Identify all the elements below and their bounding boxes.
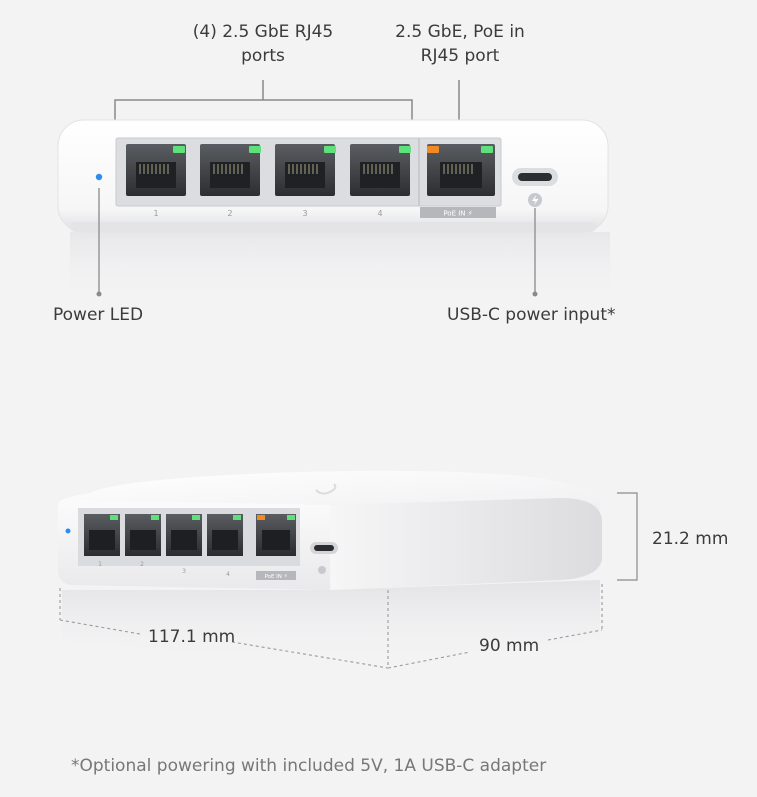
iso-view-illustration: 1 2 3 4 PoE IN ⚡: [58, 470, 638, 669]
callout-poe-line1: 2.5 GbE, PoE in: [395, 22, 525, 42]
rj45-poe-port: [427, 144, 495, 196]
usb-c-port-slot: [518, 173, 552, 181]
depth-dimension-label: 90 mm: [479, 636, 540, 656]
poe-in-label: PoE IN ⚡: [443, 210, 472, 218]
rj45-port-2: [200, 144, 261, 196]
iso-poe-in-label: PoE IN ⚡: [264, 573, 287, 580]
iso-reflection: [62, 580, 600, 665]
iso-port-1: [84, 514, 120, 556]
iso-port-number-3: 3: [182, 568, 186, 575]
port-bezel-divider: [418, 138, 420, 206]
iso-port-3: [166, 514, 202, 556]
port-number-1: 1: [153, 209, 158, 218]
iso-usb-c-slot: [314, 545, 334, 551]
power-led-label: Power LED: [53, 305, 144, 325]
iso-port-4: [207, 514, 243, 556]
usbc-label: USB-C power input*: [447, 305, 616, 325]
callout-ports-label: (4) 2.5 GbE RJ45 ports: [168, 20, 358, 68]
port-number-3: 3: [302, 209, 307, 218]
poe-label-plate: [420, 207, 496, 218]
iso-power-led-icon: [65, 528, 71, 534]
callout-poe-line2: RJ45 port: [420, 46, 500, 66]
ubiquiti-logo-icon: [315, 483, 337, 495]
rj45-port-3: [275, 144, 336, 196]
iso-port-number-1: 1: [98, 561, 102, 568]
front-view-illustration: 1 2 3 4 PoE IN ⚡: [57, 80, 610, 302]
iso-power-bolt-icon: [318, 566, 326, 574]
iso-poe-port: [256, 514, 296, 556]
power-bolt-glyph: [532, 195, 539, 205]
width-dimension-label: 117.1 mm: [148, 627, 236, 647]
ports-bracket: [114, 80, 413, 120]
height-dimension-label: 21.2 mm: [652, 529, 729, 549]
footprint-dimension-lines: [59, 584, 603, 669]
rj45-port-1: [126, 144, 186, 196]
usbc-pointer-dot: [532, 291, 538, 297]
iso-port-number-4: 4: [226, 571, 230, 578]
iso-port-number-2: 2: [140, 561, 144, 568]
callout-ports-line1: (4) 2.5 GbE RJ45: [192, 22, 334, 42]
height-dimension-bracket: [617, 492, 638, 581]
iso-side-face: [330, 498, 602, 590]
footnote: *Optional powering with included 5V, 1A …: [71, 756, 547, 776]
power-led-icon: [95, 173, 103, 181]
device-front-base: [70, 222, 596, 232]
callout-ports-line2: ports: [241, 46, 285, 66]
iso-port-2: [125, 514, 161, 556]
port-number-4: 4: [377, 209, 382, 218]
power-led-pointer-dot: [96, 291, 102, 297]
rj45-port-4: [350, 144, 411, 196]
callout-poe-label: 2.5 GbE, PoE in RJ45 port: [370, 20, 550, 68]
iso-poe-label-plate: [256, 571, 296, 580]
port-number-2: 2: [227, 209, 232, 218]
front-reflection: [70, 232, 610, 302]
